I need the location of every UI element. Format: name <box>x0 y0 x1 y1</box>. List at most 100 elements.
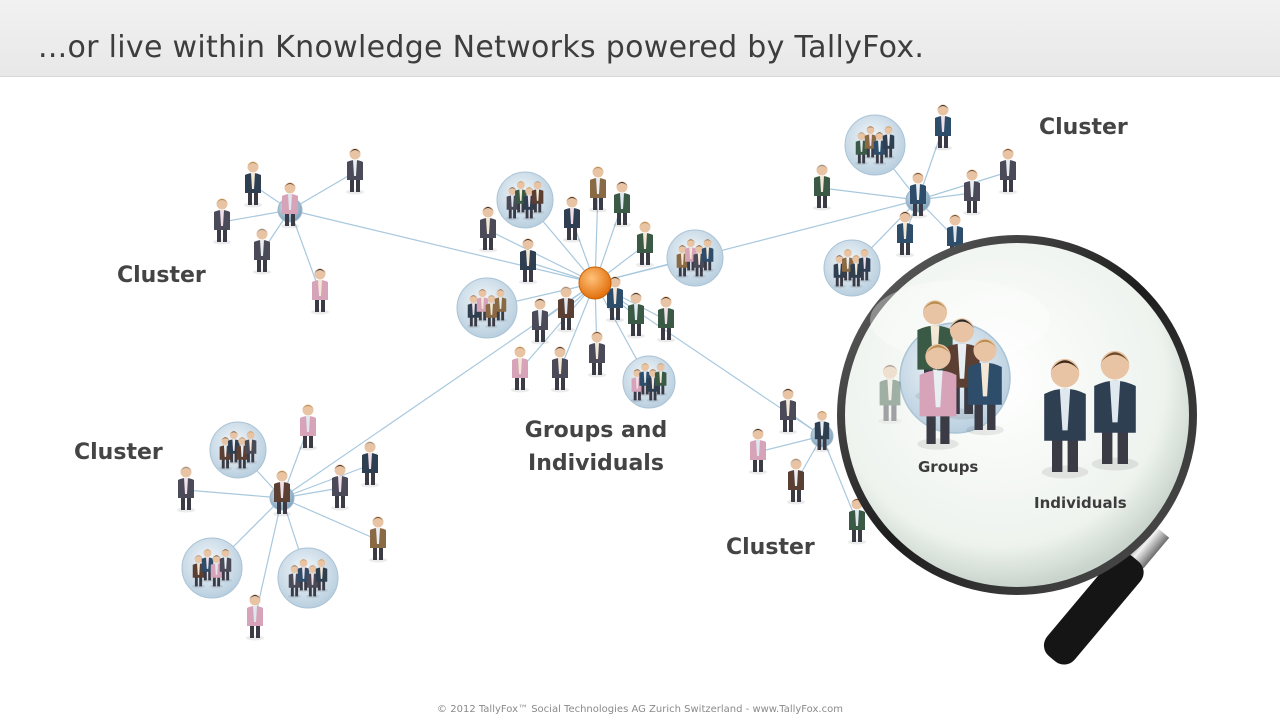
person-icon <box>657 296 675 343</box>
slide-title: ...or live within Knowledge Networks pow… <box>38 30 925 65</box>
group-member-icon <box>864 126 877 160</box>
group-member-icon <box>849 255 863 289</box>
group-member-icon <box>476 289 489 323</box>
person-icon <box>281 182 299 229</box>
network-link <box>185 489 283 499</box>
person-icon <box>369 516 387 563</box>
network-link <box>821 435 858 523</box>
magnifying-glass-icon <box>837 235 1197 665</box>
network-link <box>281 497 379 541</box>
person-icon <box>779 388 797 435</box>
group-member-icon <box>219 549 232 583</box>
title-bar: ...or live within Knowledge Networks pow… <box>0 0 1280 77</box>
group-member-icon <box>692 245 706 279</box>
group-bubble-icon <box>181 537 243 599</box>
faded-person-icon <box>879 364 901 421</box>
magnified-person-icon <box>917 343 959 450</box>
group-member-icon <box>192 555 205 589</box>
cluster-label-bottom-left: Cluster <box>74 440 163 465</box>
person-icon <box>613 181 631 228</box>
person-icon <box>299 404 317 451</box>
group-member-icon <box>494 289 507 323</box>
group-member-icon <box>201 549 214 583</box>
person-icon <box>627 292 645 339</box>
group-member-icon <box>467 295 480 329</box>
network-link <box>917 171 1009 201</box>
person-icon <box>787 458 805 505</box>
person-icon <box>273 470 291 517</box>
group-member-icon <box>315 559 328 593</box>
magnified-content <box>879 300 1139 479</box>
cluster-label-bottom-right: Cluster <box>726 535 815 560</box>
group-bubble-icon <box>844 114 906 176</box>
group-member-icon <box>873 132 886 166</box>
network-link <box>594 199 919 284</box>
group-member-icon <box>882 126 895 160</box>
group-member-icon <box>675 245 689 279</box>
person-icon <box>557 286 575 333</box>
person-icon <box>589 166 607 213</box>
people-layer <box>177 104 1017 641</box>
network-link <box>821 187 919 201</box>
group-member-icon <box>684 239 698 273</box>
group-member-icon <box>485 295 498 329</box>
group-member-icon <box>654 363 668 397</box>
network-link <box>289 171 356 211</box>
cluster-label-top-right: Cluster <box>1039 115 1128 140</box>
footer-copyright: © 2012 TallyFox™ Social Technologies AG … <box>437 704 843 715</box>
group-member-icon <box>855 132 868 166</box>
person-icon <box>519 238 537 285</box>
magnified-individual-icon <box>1041 358 1089 479</box>
magnified-individual-icon <box>1091 350 1139 471</box>
group-member-icon <box>297 559 310 593</box>
group-member-icon <box>531 181 545 215</box>
network-link <box>281 464 371 499</box>
person-icon <box>909 172 927 219</box>
person-icon <box>636 221 654 268</box>
magnifier-handle <box>1043 553 1144 665</box>
magnified-person-icon <box>966 338 1004 436</box>
person-icon <box>361 441 379 488</box>
group-bubble-icon <box>456 277 518 339</box>
group-bubble-icon <box>622 355 676 409</box>
person-icon <box>246 594 264 641</box>
group-member-icon <box>841 249 855 283</box>
group-bubble-icon <box>666 229 724 287</box>
person-icon <box>813 410 831 453</box>
network-link <box>487 229 596 284</box>
person-icon <box>311 268 329 315</box>
person-icon <box>177 466 195 513</box>
person-icon <box>813 164 831 211</box>
network-link <box>289 209 596 284</box>
person-icon <box>749 428 767 475</box>
group-member-icon <box>306 565 319 599</box>
magnified-group-bubble <box>899 300 1011 450</box>
group-member-icon <box>288 565 301 599</box>
group-bubble-icon <box>277 547 339 609</box>
magnifier-groups-label: Groups <box>918 458 979 476</box>
cluster-label-top-left: Cluster <box>117 263 206 288</box>
group-member-icon <box>701 239 715 273</box>
person-icon <box>963 169 981 216</box>
orange-hub-icon <box>578 266 612 300</box>
person-icon <box>999 148 1017 195</box>
person-icon <box>588 331 606 378</box>
person-icon <box>331 464 349 511</box>
person-icon <box>244 161 262 208</box>
group-member-icon <box>858 249 872 283</box>
center-label: Groups and Individuals <box>516 414 676 480</box>
person-icon <box>896 211 914 258</box>
network-link <box>519 282 596 371</box>
person-icon <box>346 148 364 195</box>
group-bubble-icon <box>496 171 554 229</box>
person-icon <box>531 298 549 345</box>
center-label-line1: Groups and <box>524 418 668 443</box>
group-member-icon <box>522 187 536 221</box>
group-member-icon <box>244 431 258 465</box>
person-icon <box>479 206 497 253</box>
person-icon <box>934 104 952 151</box>
magnifier-individuals-label: Individuals <box>1034 494 1127 512</box>
magnifier-collar <box>1125 522 1170 569</box>
center-label-line2: Individuals <box>528 451 664 476</box>
person-icon <box>511 346 529 393</box>
